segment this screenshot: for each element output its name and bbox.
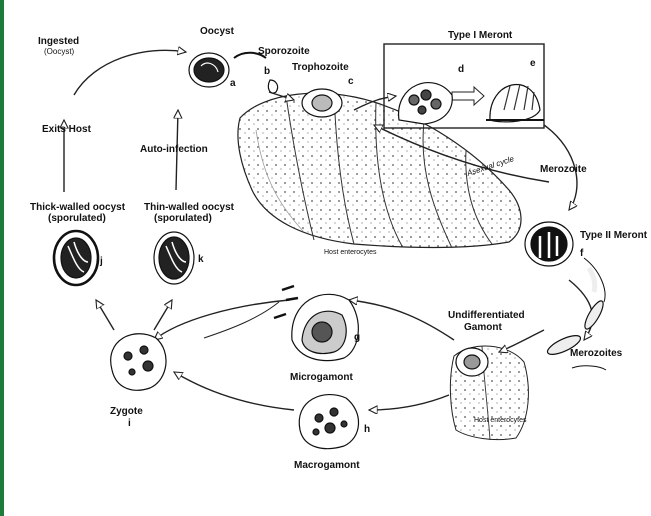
label-type1-meront: Type I Meront [448, 30, 513, 41]
oocyst-a-figure [189, 53, 266, 87]
label-ingested-sub: (Oocyst) [44, 47, 75, 56]
letter-e: e [530, 58, 536, 69]
label-microgamont: Microgamont [290, 372, 353, 383]
letter-d: d [458, 64, 464, 75]
letter-j: j [99, 256, 103, 267]
arrow-type2-to-merozoites [569, 280, 592, 340]
trophozoite-c-figure [302, 89, 342, 117]
macrogamont-h-figure [299, 395, 358, 449]
life-cycle-diagram: Ingested (Oocyst) Oocyst Sporozoite Trop… [4, 0, 651, 516]
label-ingested: Ingested [38, 36, 79, 47]
label-type2-meront: Type II Meront [580, 230, 648, 241]
label-auto-infection: Auto-infection [140, 144, 208, 155]
label-oocyst: Oocyst [200, 26, 235, 37]
gamont-figure [456, 348, 488, 376]
label-macrogamont: Macrogamont [294, 460, 360, 471]
zygote-i-figure [111, 334, 166, 391]
label-sporozoite: Sporozoite [258, 46, 310, 57]
label-thin-walled-line2: (sporulated) [154, 213, 212, 224]
label-host-enterocytes-bottom: Host enterocytes [474, 417, 527, 424]
arrow-zygote-to-thin-oocyst [154, 300, 172, 330]
merozoites-figures [545, 299, 606, 370]
label-thick-walled-line2: (sporulated) [48, 213, 106, 224]
arrow-merozoites-to-gamont [499, 330, 544, 352]
arrow-macrogamont-to-zygote [174, 372, 294, 410]
label-zygote: Zygote [110, 406, 143, 417]
letter-g: g [354, 332, 360, 343]
label-merozoite: Merozoite [540, 164, 587, 175]
meront-e-figure [486, 84, 544, 122]
arrow-microgamont-to-zygote [154, 300, 289, 340]
arrow-ingested-to-oocyst [74, 50, 186, 95]
letter-k: k [198, 254, 204, 265]
microgamont-g-figure [274, 286, 358, 361]
thin-walled-oocyst-k-figure [154, 232, 194, 284]
thick-walled-oocyst-j-figure [54, 231, 98, 285]
letter-h: h [364, 424, 370, 435]
meront-d-figure [399, 83, 453, 124]
label-exits-host: Exits Host [42, 124, 92, 135]
label-undifferentiated-gamont-line1: Undifferentiated [448, 310, 525, 321]
letter-b: b [264, 66, 270, 77]
arrow-gamont-to-microgamont [349, 300, 454, 340]
label-undifferentiated-gamont-line2: Gamont [464, 322, 502, 333]
sporozoite-b-figure [268, 80, 277, 93]
letter-i: i [128, 418, 131, 429]
label-thin-walled-line1: Thin-walled oocyst [144, 202, 235, 213]
label-trophozoite: Trophozoite [292, 62, 349, 73]
label-host-enterocytes-top: Host enterocytes [324, 249, 377, 256]
letter-c: c [348, 76, 354, 87]
label-merozoites: Merozoites [570, 348, 623, 359]
arrow-zygote-to-thick-oocyst [96, 300, 114, 330]
arrow-gamont-to-macrogamont [369, 395, 449, 410]
letter-a: a [230, 78, 236, 89]
letter-f: f [580, 248, 584, 259]
label-thick-walled-line1: Thick-walled oocyst [30, 202, 126, 213]
